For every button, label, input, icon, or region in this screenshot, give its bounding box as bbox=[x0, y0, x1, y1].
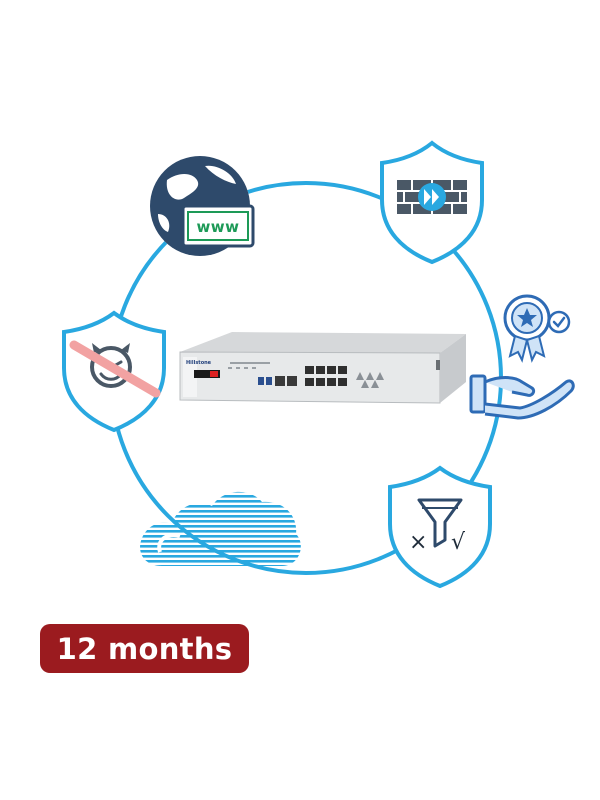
www-label: www bbox=[196, 218, 239, 236]
check-mark: √ bbox=[451, 530, 466, 555]
firewall-shield-icon bbox=[380, 140, 484, 265]
cloud-icon bbox=[140, 491, 301, 566]
network-appliance: Hillstone bbox=[179, 332, 466, 404]
award-hand-icon bbox=[469, 294, 575, 420]
cross-mark: × bbox=[409, 530, 427, 555]
filter-shield-icon: × √ bbox=[388, 465, 492, 589]
antivirus-shield-icon bbox=[62, 310, 166, 433]
brand-logo: Hillstone bbox=[186, 360, 212, 366]
subscription-duration-badge: 12 months bbox=[40, 624, 249, 673]
slash-mark bbox=[69, 340, 161, 398]
globe-www-icon: www bbox=[150, 156, 255, 256]
